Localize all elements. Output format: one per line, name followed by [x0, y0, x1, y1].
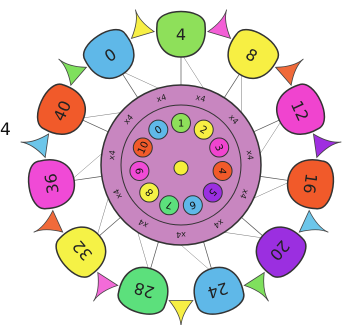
multiplier-label: x4 [245, 150, 255, 161]
outer-number-bubble: 4 [157, 12, 206, 58]
flag [59, 59, 87, 85]
flag [244, 273, 268, 302]
connector-line [260, 176, 292, 181]
outer-number-bubble: 0 [78, 23, 143, 88]
flag [131, 10, 154, 39]
connector-line [204, 242, 213, 273]
flag [93, 273, 117, 302]
flag [169, 300, 193, 325]
connector-line [181, 53, 204, 88]
flag [299, 210, 328, 232]
outer-number-bubble: 12 [269, 79, 331, 142]
flag [276, 59, 304, 85]
inner-number: 1 [178, 119, 184, 130]
flag [208, 10, 231, 39]
outer-number-bubble: 36 [26, 156, 78, 210]
connector-line [96, 217, 120, 238]
multiplier-label: x4 [176, 230, 186, 239]
center-hub [174, 161, 188, 175]
flag [313, 134, 341, 157]
outer-number-bubble: 24 [188, 262, 247, 319]
outer-number: 16 [299, 172, 321, 195]
connector-line [224, 71, 241, 98]
outer-number-bubble: 16 [284, 156, 336, 210]
outer-number: 4 [176, 25, 186, 44]
connector-line [96, 198, 108, 238]
multiplier-label: x4 [107, 150, 117, 161]
outer-number-bubble: 8 [219, 23, 284, 88]
connector-line [181, 245, 213, 272]
outer-number-bubble: 28 [114, 262, 173, 319]
connector-line [149, 242, 158, 273]
flag [34, 210, 63, 232]
outer-number-bubble: 40 [31, 79, 93, 142]
connector-line [79, 118, 108, 131]
outer-number: 36 [41, 172, 63, 195]
flag [21, 134, 49, 157]
